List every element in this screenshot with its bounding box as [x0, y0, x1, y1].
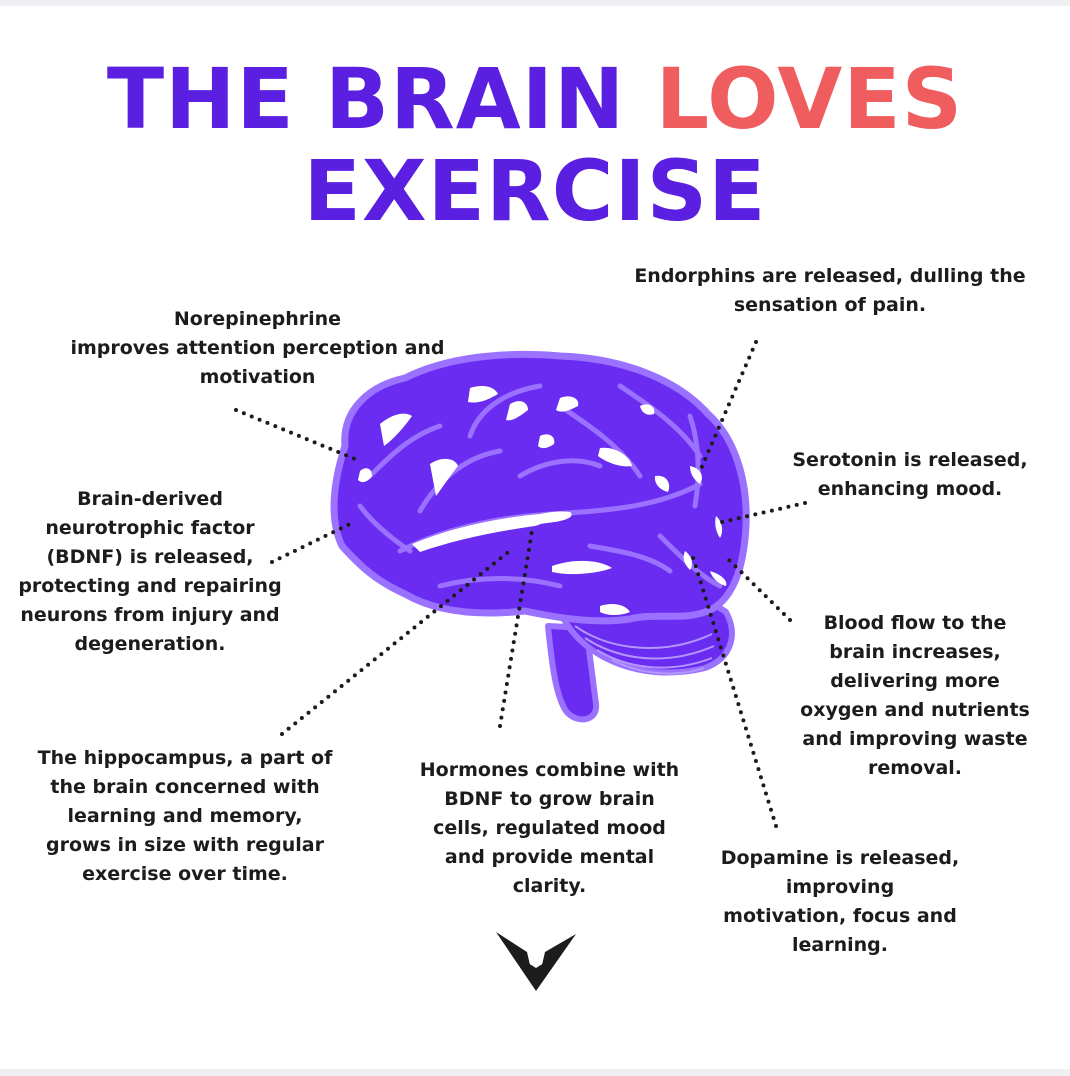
title-the-brain: THE BRAIN — [106, 50, 656, 148]
brain-icon — [330, 350, 750, 723]
leader-hormones — [498, 529, 534, 728]
brain-diagram — [234, 340, 807, 991]
label-norepinephrine: Norepinephrine improves attention percep… — [70, 308, 445, 388]
leader-bdnf — [270, 521, 354, 564]
leader-endorphins — [698, 340, 758, 473]
label-endorphins: Endorphins are released, dulling the sen… — [634, 265, 1026, 316]
leader-dopamine — [690, 552, 778, 828]
title-loves: LOVES — [655, 50, 964, 148]
label-hippocampus: The hippocampus, a part of the brain con… — [37, 747, 333, 885]
label-blood-flow: Blood flow to the brain increases, deliv… — [800, 612, 1030, 779]
title-line-1: THE BRAIN LOVES — [0, 57, 1070, 141]
leader-serotonin — [720, 501, 807, 524]
leader-lines — [234, 340, 807, 828]
label-hormones: Hormones combine with BDNF to grow brain… — [419, 759, 680, 897]
title-line-2: EXERCISE — [303, 142, 767, 240]
infographic-canvas: THE BRAIN LOVES EXERCISE — [0, 6, 1070, 1069]
label-serotonin: Serotonin is released, enhancing mood. — [792, 449, 1028, 500]
leader-norepinephrine — [234, 408, 362, 463]
leader-hippocampus — [280, 547, 514, 736]
label-bdnf: Brain-derived neurotrophic factor (BDNF)… — [18, 488, 282, 655]
leader-blood-flow — [726, 557, 792, 622]
winged-v-logo-icon — [496, 932, 576, 991]
label-dopamine: Dopamine is released, improving motivati… — [720, 847, 960, 956]
